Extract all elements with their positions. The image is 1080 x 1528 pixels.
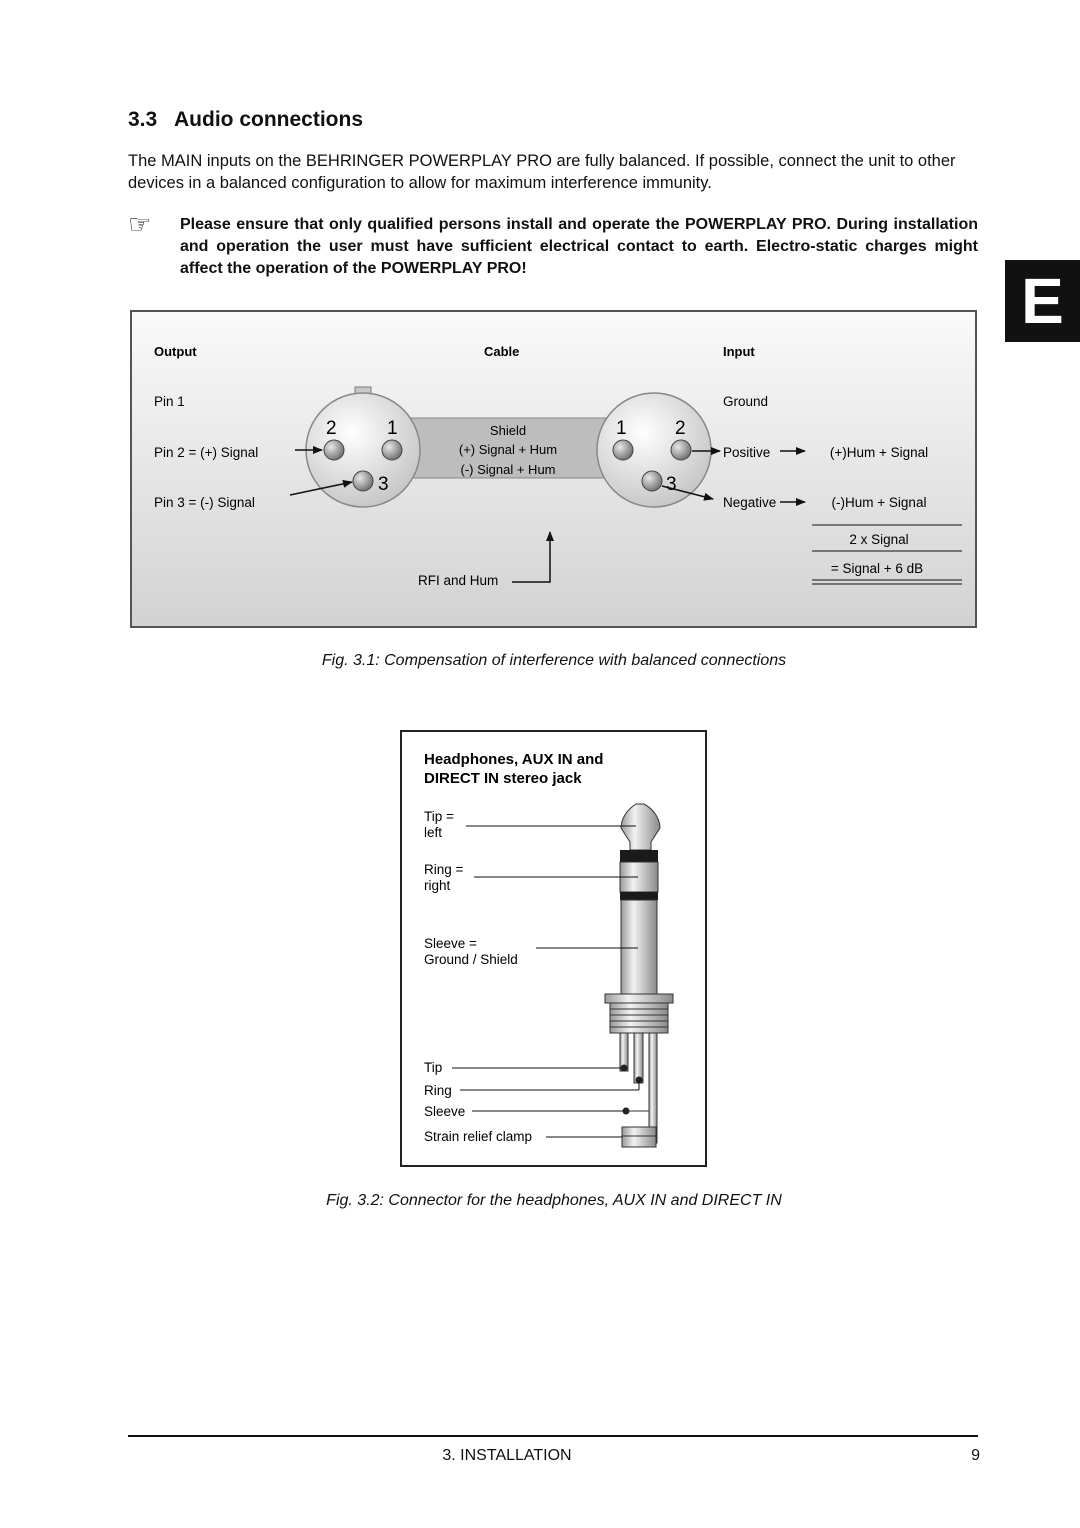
pin3-arrow bbox=[289, 479, 353, 496]
figure2-caption: Fig. 3.2: Connector for the headphones, … bbox=[326, 1192, 782, 1209]
section-heading: Audio connections bbox=[174, 108, 363, 131]
ground-label: Ground bbox=[723, 394, 768, 409]
minus-hum-signal-label: (-)Hum + Signal bbox=[832, 495, 927, 510]
input-header: Input bbox=[723, 344, 755, 359]
pin2-label: Pin 2 = (+) Signal bbox=[154, 445, 258, 460]
stereo-jack-diagram: Headphones, AUX IN and DIRECT IN stereo … bbox=[400, 730, 707, 1167]
ring-right-label-2: right bbox=[424, 878, 451, 893]
cable-body bbox=[399, 417, 631, 479]
language-tab: E bbox=[1005, 260, 1080, 342]
right-pin1-number: 1 bbox=[616, 418, 627, 439]
jack-title-line1: Headphones, AUX IN and bbox=[424, 751, 603, 768]
section-number: 3.3 bbox=[128, 108, 158, 131]
balanced-connection-diagram: Output Cable Input Pin 1 Pin 2 = (+) Sig… bbox=[130, 310, 977, 628]
footer-section-title: 3. INSTALLATION bbox=[442, 1447, 572, 1464]
stereo-jack-plug bbox=[604, 803, 674, 1148]
plus-hum-signal-label: (+)Hum + Signal bbox=[830, 445, 928, 460]
ring-terminal-label: Ring bbox=[424, 1083, 452, 1098]
negative-arrow bbox=[661, 485, 714, 501]
jack-title-line2: DIRECT IN stereo jack bbox=[424, 770, 582, 787]
strain-relief-label: Strain relief clamp bbox=[424, 1129, 532, 1144]
tip-left-label-1: Tip = bbox=[424, 809, 454, 824]
pin3-label: Pin 3 = (-) Signal bbox=[154, 495, 255, 510]
rfi-arrow bbox=[512, 531, 554, 583]
left-pin2-number: 2 bbox=[326, 418, 337, 439]
gain-label: = Signal + 6 dB bbox=[831, 561, 923, 576]
xlr-input-connector: 1 2 3 bbox=[596, 392, 712, 508]
positive-label: Positive bbox=[723, 445, 770, 460]
page-number: 9 bbox=[971, 1447, 980, 1464]
right-pin3-number: 3 bbox=[666, 474, 677, 495]
sleeve-label-2: Ground / Shield bbox=[424, 952, 518, 967]
sleeve-terminal-label: Sleeve bbox=[424, 1104, 465, 1119]
cable-plus-label: (+) Signal + Hum bbox=[459, 442, 557, 457]
tip-terminal-label: Tip bbox=[424, 1060, 442, 1075]
tip-left-label-2: left bbox=[424, 825, 442, 840]
left-pin3-number: 3 bbox=[378, 474, 389, 495]
cable-minus-label: (-) Signal + Hum bbox=[461, 462, 556, 477]
figure1-caption: Fig. 3.1: Compensation of interference w… bbox=[321, 652, 787, 669]
pointing-hand-icon: ☞ bbox=[128, 209, 152, 239]
section-title: 3.3 Audio connections bbox=[128, 108, 363, 132]
footer-rule bbox=[128, 1435, 978, 1437]
intro-paragraph: The MAIN inputs on the BEHRINGER POWERPL… bbox=[128, 152, 956, 192]
left-pin1-number: 1 bbox=[387, 418, 398, 439]
negative-label: Negative bbox=[723, 495, 776, 510]
ring-right-label-1: Ring = bbox=[424, 862, 464, 877]
cable-header: Cable bbox=[484, 344, 519, 359]
right-pin2-number: 2 bbox=[675, 418, 686, 439]
pin1-label: Pin 1 bbox=[154, 394, 185, 409]
sleeve-label-1: Sleeve = bbox=[424, 936, 477, 951]
safety-note: Please ensure that only qualified person… bbox=[180, 216, 978, 277]
shield-label: Shield bbox=[490, 423, 526, 438]
two-x-signal-label: 2 x Signal bbox=[849, 532, 908, 547]
output-header: Output bbox=[154, 344, 197, 359]
rfi-label: RFI and Hum bbox=[418, 573, 498, 588]
